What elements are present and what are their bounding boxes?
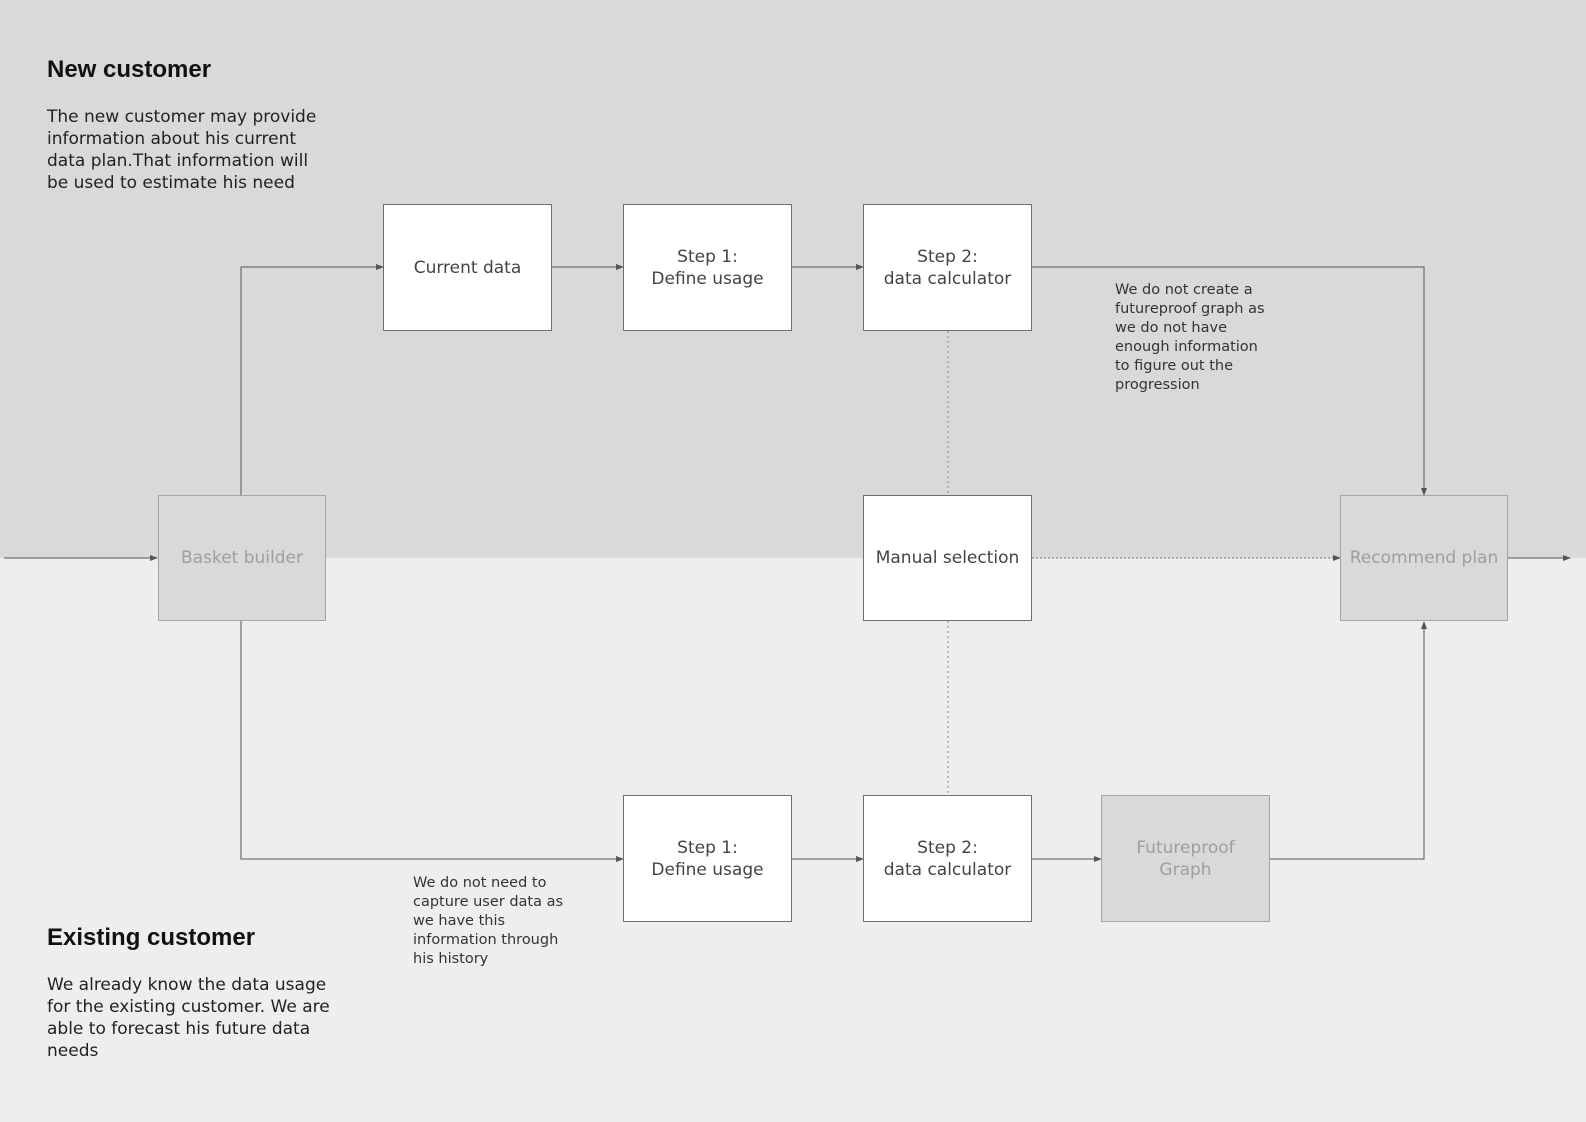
existing-step1-box: Step 1: Define usage (623, 795, 792, 922)
existing-customer-title: Existing customer (47, 924, 256, 951)
existing-step2-box: Step 2: data calculator (863, 795, 1032, 922)
existing-step2-label-line2: data calculator (883, 859, 1012, 880)
basket-builder-label: Basket builder (181, 548, 303, 568)
new-step2-box: Step 2: data calculator (863, 204, 1032, 331)
existing-step2-label-line1: Step 2: (917, 837, 978, 858)
new-step2-label-line2: data calculator (883, 268, 1012, 289)
existing-step1-label-line1: Step 1: (677, 837, 738, 858)
new-step1-box: Step 1: Define usage (623, 204, 792, 331)
manual-selection-label: Manual selection (875, 548, 1020, 568)
basket-builder-box: Basket builder (158, 495, 326, 621)
new-step1-label-line2: Define usage (651, 268, 764, 289)
new-step1-label-line1: Step 1: (677, 246, 738, 267)
new-customer-description: The new customer may provide information… (47, 107, 317, 193)
futureproof-graph-label-line2: Graph (1159, 859, 1212, 880)
connector-graph-to-recommend (1270, 621, 1427, 860)
new-customer-band (0, 0, 1586, 558)
new-customer-title: New customer (47, 56, 212, 83)
manual-selection-box: Manual selection (863, 495, 1032, 621)
connector-basket-to-current-data (240, 264, 384, 495)
recommend-plan-box: Recommend plan (1340, 495, 1508, 621)
note-no-futureproof-graph: We do not create a futureproof graph as … (1115, 282, 1265, 393)
recommend-plan-label: Recommend plan (1349, 548, 1499, 568)
new-step2-label-line1: Step 2: (917, 246, 978, 267)
current-data-label: Current data (413, 257, 522, 278)
note-no-capture-data: We do not need to capture user data as w… (413, 875, 564, 967)
existing-step1-label-line2: Define usage (651, 859, 764, 880)
connector-new-step2-to-recommend (1032, 266, 1427, 496)
futureproof-graph-box: Futureproof Graph (1101, 795, 1270, 922)
futureproof-graph-label-line1: Futureproof (1136, 837, 1235, 858)
existing-customer-band (0, 558, 1586, 1122)
existing-customer-description: We already know the data usage for the e… (47, 975, 330, 1061)
connector-basket-to-existing-step1 (240, 621, 624, 862)
current-data-box: Current data (383, 204, 552, 331)
